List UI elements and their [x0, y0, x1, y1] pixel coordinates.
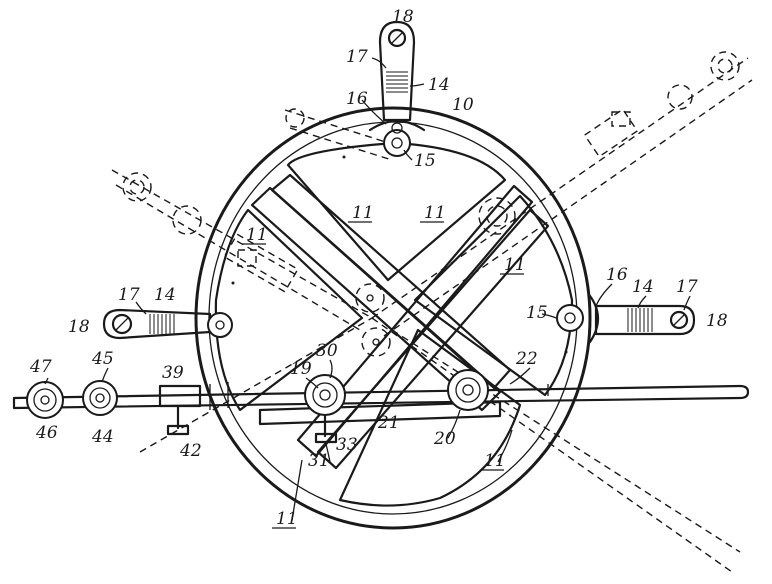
label-handle-top-end: 18 [392, 7, 414, 27]
label-spoke-bottom: 11 [276, 509, 298, 529]
label-handle-top-stem: 17 [346, 47, 368, 67]
label-set-screw-base: 31 [308, 451, 330, 471]
label-pivot-a: 19 [290, 359, 312, 379]
label-handle-right-stem: 17 [676, 277, 698, 297]
label-lug-top: 16 [346, 89, 368, 109]
label-handle-top-grip: 14 [428, 75, 450, 95]
dashed-arm-top [284, 108, 396, 161]
label-roller-left-bottom: 44 [91, 427, 114, 447]
label-ring: 10 [452, 95, 474, 115]
label-roller-far-left-bottom: 46 [35, 423, 58, 443]
label-handle-right-end: 18 [706, 311, 728, 331]
dashed-arm-lower [139, 317, 741, 573]
roller-far-left [26, 381, 64, 419]
label-knob-top: 15 [414, 151, 436, 171]
lower-bar [258, 400, 502, 426]
label-handle-right-lug: 16 [606, 265, 628, 285]
horizontal-bar [12, 382, 750, 410]
pivot-roller-b [447, 369, 489, 411]
label-bracket: 30 [316, 341, 338, 361]
label-pivot-b: 20 [433, 429, 456, 449]
label-spoke-upper-left: 11 [246, 225, 268, 245]
label-spoke-lower-right: 11 [484, 451, 506, 471]
label-roller-left-top: 45 [91, 349, 114, 369]
handle-left [102, 308, 233, 340]
label-roller-far-left-top: 47 [29, 357, 52, 377]
dashed-arm-upper-left [111, 169, 373, 331]
spoke-openings [214, 141, 574, 507]
label-handle-left-grip: 14 [154, 285, 176, 305]
label-spoke-right: 11 [504, 255, 526, 275]
label-bar: 22 [515, 349, 538, 369]
handle-right [556, 294, 696, 344]
leader-lines [44, 57, 691, 521]
spoke-cross [250, 173, 550, 470]
label-clamp: 39 [162, 363, 184, 383]
roller-left [82, 380, 118, 416]
set-screw-left [166, 404, 190, 436]
set-screw-center [314, 413, 338, 444]
ring-dots [231, 155, 568, 354]
dashed-arm-upper-right [371, 51, 753, 337]
handle-top [368, 20, 426, 157]
label-bar-lower: 21 [377, 413, 400, 433]
label-set-screw-center: 33 [336, 435, 358, 455]
label-handle-left-end: 18 [68, 317, 90, 337]
label-knob-right: 15 [526, 303, 548, 323]
label-spoke-upper-right: 11 [424, 203, 446, 223]
pivot-roller-a [304, 374, 346, 416]
label-handle-right-grip: 14 [632, 277, 654, 297]
label-handle-left-stem: 17 [118, 285, 140, 305]
reference-labels: 18 17 14 10 16 15 11 11 11 11 17 14 18 1… [29, 7, 728, 529]
label-set-screw-left: 42 [179, 441, 202, 461]
label-spoke-upper-center: 11 [352, 203, 374, 223]
